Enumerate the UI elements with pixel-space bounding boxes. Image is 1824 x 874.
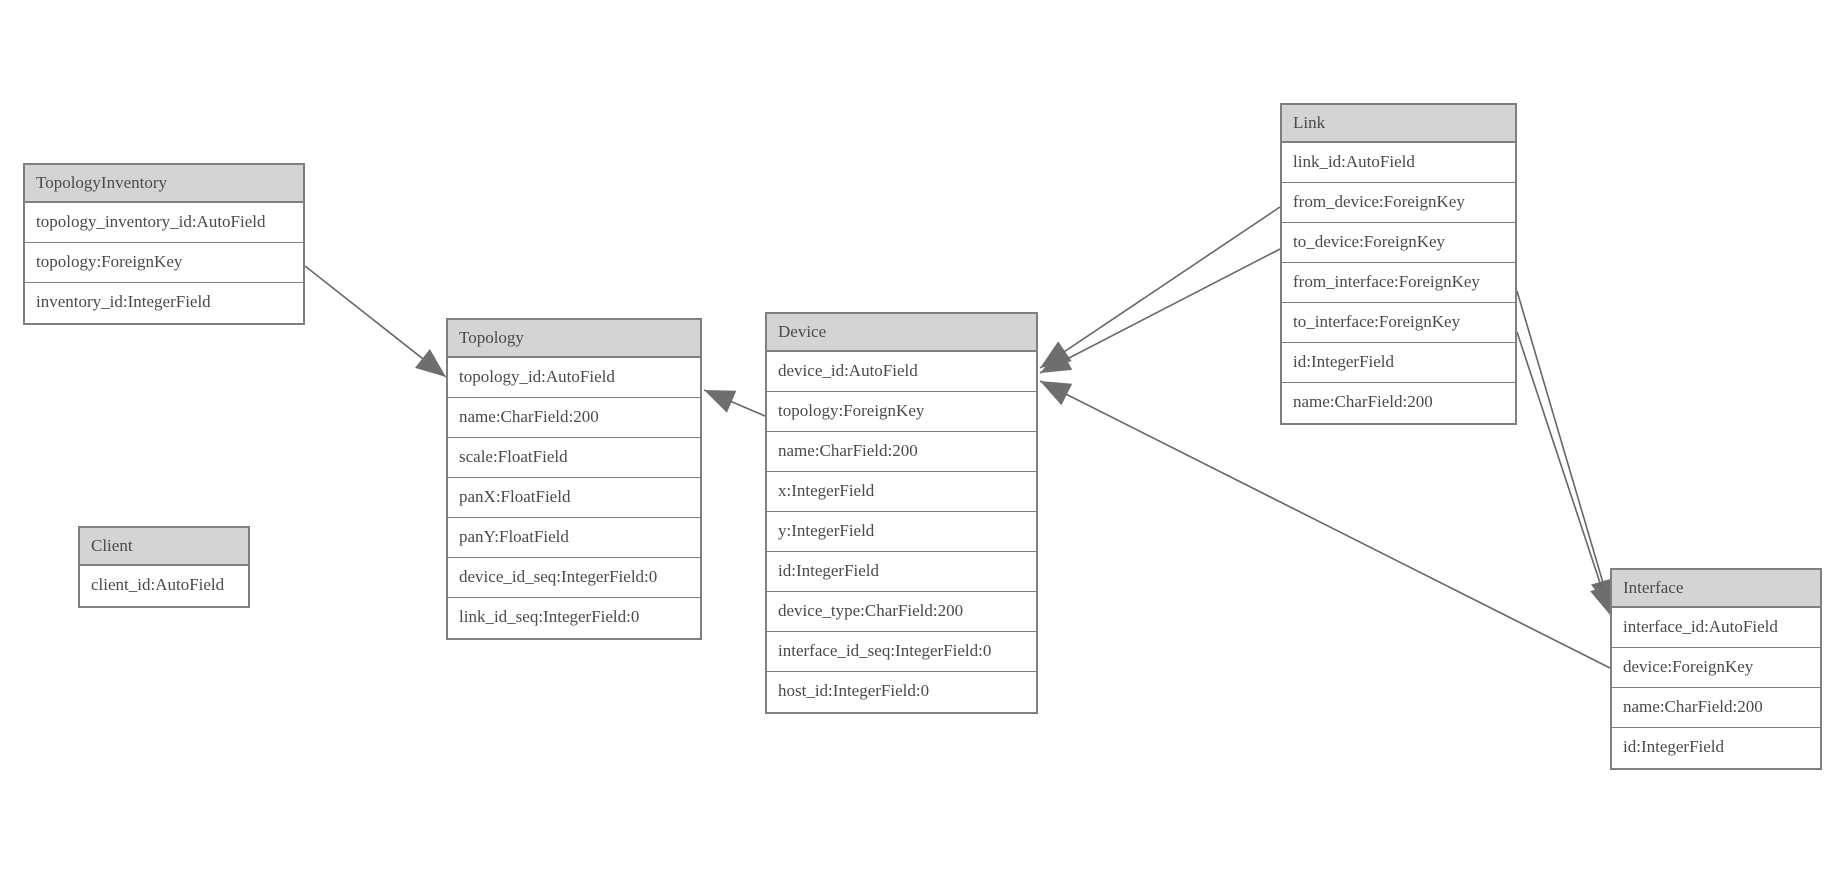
field-row-x: x:IntegerField [767, 472, 1036, 512]
field-row-y: y:IntegerField [767, 512, 1036, 552]
relationship-link-todevice-device [1039, 248, 1281, 374]
field-row-device-id-seq: device_id_seq:IntegerField:0 [448, 558, 700, 598]
field-row-device-fk: device:ForeignKey [1612, 648, 1820, 688]
field-row-link-id: link_id:AutoField [1282, 143, 1515, 183]
field-row-from-device: from_device:ForeignKey [1282, 183, 1515, 223]
field-row-pany: panY:FloatField [448, 518, 700, 558]
relationship-link-tointerface-interface [1516, 331, 1613, 617]
field-row-device-type: device_type:CharField:200 [767, 592, 1036, 632]
field-row-interface-id-seq: interface_id_seq:IntegerField:0 [767, 632, 1036, 672]
field-row-name: name:CharField:200 [1612, 688, 1820, 728]
relationship-link-frominterface-interface [1516, 290, 1615, 611]
field-row-scale: scale:FloatField [448, 438, 700, 478]
relationship-link-fromdevice-device [1039, 206, 1281, 369]
entity-title-topologyinventory: TopologyInventory [25, 165, 303, 203]
field-row-link-id-seq: link_id_seq:IntegerField:0 [448, 598, 700, 638]
field-row-name: name:CharField:200 [767, 432, 1036, 472]
relationship-topologyinventory-topology [304, 265, 447, 378]
entity-table-client: Client client_id:AutoField [78, 526, 250, 608]
field-row-to-device: to_device:ForeignKey [1282, 223, 1515, 263]
field-row-client-id: client_id:AutoField [80, 566, 248, 606]
field-row-topology-fk: topology:ForeignKey [25, 243, 303, 283]
field-row-from-interface: from_interface:ForeignKey [1282, 263, 1515, 303]
field-row-id: id:IntegerField [1282, 343, 1515, 383]
field-row-host-id: host_id:IntegerField:0 [767, 672, 1036, 712]
entity-title-link: Link [1282, 105, 1515, 143]
entity-title-interface: Interface [1612, 570, 1820, 608]
field-row-name: name:CharField:200 [1282, 383, 1515, 423]
field-row-interface-id: interface_id:AutoField [1612, 608, 1820, 648]
entity-table-topologyinventory: TopologyInventory topology_inventory_id:… [23, 163, 305, 325]
entity-table-link: Link link_id:AutoField from_device:Forei… [1280, 103, 1517, 425]
field-row-id: id:IntegerField [767, 552, 1036, 592]
entity-title-topology: Topology [448, 320, 700, 358]
relationship-interface-device [1039, 380, 1611, 669]
entity-table-topology: Topology topology_id:AutoField name:Char… [446, 318, 702, 640]
entity-table-device: Device device_id:AutoField topology:Fore… [765, 312, 1038, 714]
field-row-topology-inventory-id: topology_inventory_id:AutoField [25, 203, 303, 243]
field-row-id: id:IntegerField [1612, 728, 1820, 768]
field-row-topology-id: topology_id:AutoField [448, 358, 700, 398]
field-row-topology-fk: topology:ForeignKey [767, 392, 1036, 432]
field-row-inventory-id: inventory_id:IntegerField [25, 283, 303, 323]
entity-table-interface: Interface interface_id:AutoField device:… [1610, 568, 1822, 770]
relationship-device-topology [703, 389, 766, 417]
entity-title-client: Client [80, 528, 248, 566]
field-row-panx: panX:FloatField [448, 478, 700, 518]
field-row-to-interface: to_interface:ForeignKey [1282, 303, 1515, 343]
field-row-device-id: device_id:AutoField [767, 352, 1036, 392]
field-row-name: name:CharField:200 [448, 398, 700, 438]
entity-title-device: Device [767, 314, 1036, 352]
